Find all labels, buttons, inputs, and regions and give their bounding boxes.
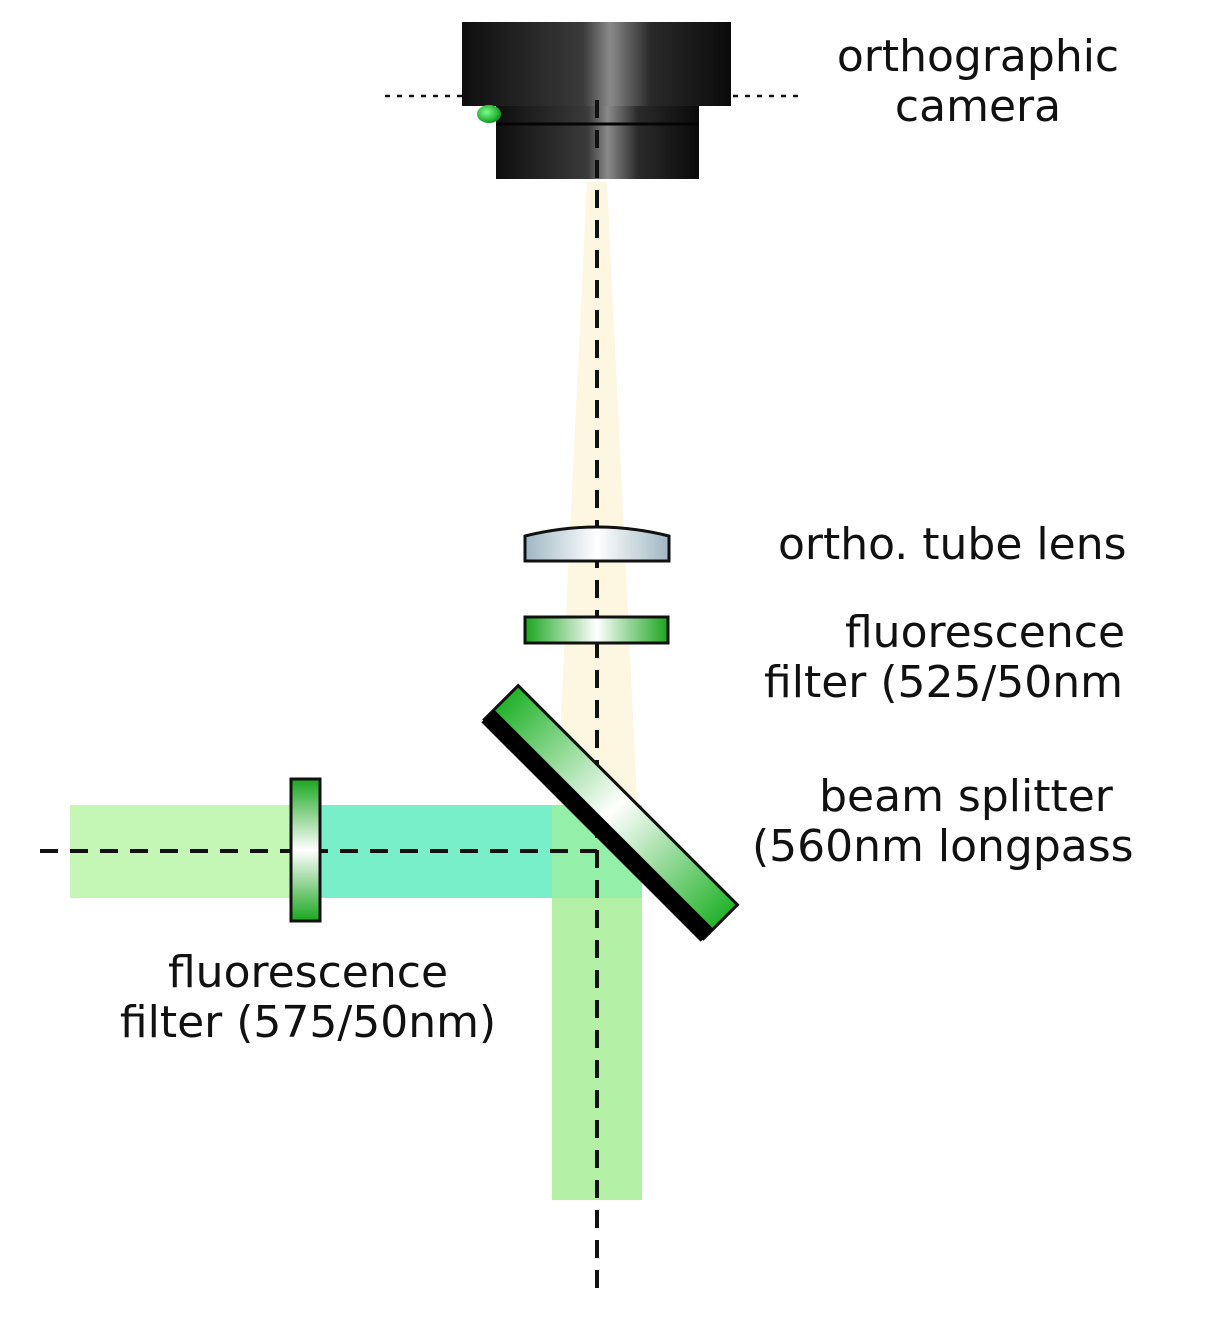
camera-label-line1: orthographic bbox=[836, 31, 1120, 82]
beam-splitter-label: beam splitter (560nm longpass bbox=[748, 772, 1174, 872]
filter-left-label-line1: fluorescence bbox=[167, 947, 449, 998]
beam-splitter-label-line2: (560nm longpass bbox=[752, 821, 1134, 872]
tube-lens-label: ortho. tube lens bbox=[778, 520, 1174, 570]
beam-splitter-label-line1: beam splitter bbox=[819, 772, 1113, 822]
camera-label-line2: camera bbox=[894, 81, 1062, 132]
tube-lens bbox=[523, 525, 671, 563]
filter-left-label: fluorescence filter (575/50nm) bbox=[88, 948, 528, 1048]
tube-lens-label-text: ortho. tube lens bbox=[778, 520, 1127, 570]
beam-splitter bbox=[481, 683, 740, 942]
filter-top-label-line1: fluorescence bbox=[844, 608, 1126, 658]
filter-525 bbox=[523, 615, 670, 645]
camera-upper-body bbox=[462, 22, 731, 106]
filter-top-label-line2: filter (525/50nm bbox=[764, 657, 1124, 708]
filter-top-label: fluorescence filter (525/50nm bbox=[758, 608, 1174, 708]
filter-left-label-line2: filter (575/50nm) bbox=[119, 997, 497, 1048]
camera-label: orthographic camera bbox=[808, 32, 1148, 132]
beam-splitter-coating bbox=[481, 709, 714, 942]
horizontal-beam-filtered bbox=[296, 805, 552, 898]
filter-575 bbox=[289, 777, 322, 923]
orthographic-camera bbox=[462, 22, 731, 179]
camera-indicator-led bbox=[477, 105, 501, 123]
